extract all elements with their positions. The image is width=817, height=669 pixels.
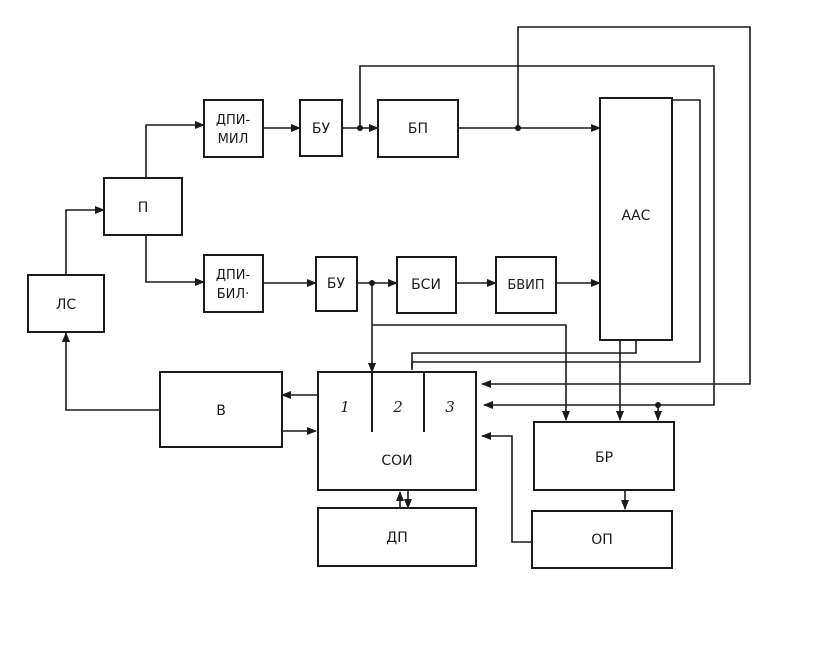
junction-bu-top — [357, 125, 363, 131]
block-op: ОП — [531, 510, 673, 569]
wire-bu-top-loop-outer — [359, 65, 715, 409]
block-bgil: БВИП — [495, 256, 557, 314]
block-bsi-label: БСИ — [411, 277, 441, 293]
block-bsi: БСИ — [396, 256, 457, 314]
block-soi: 1 2 3 СОИ — [317, 371, 477, 491]
wire-p-to-dpi-mil — [145, 121, 205, 178]
block-dpi-bil: ДПИ- БИЛ· — [203, 254, 264, 313]
soi-section-2-label: 2 — [392, 398, 403, 416]
block-bp-label: БП — [408, 121, 428, 137]
junction-bu-bottom — [369, 280, 375, 286]
block-bu-top-label: БУ — [312, 121, 331, 137]
block-dpi-bil-label-2: БИЛ· — [217, 287, 250, 302]
block-op-label: ОП — [591, 532, 613, 548]
soi-section-3-label: 3 — [445, 398, 455, 416]
block-br-label: БР — [595, 450, 613, 466]
block-soi-label: СОИ — [381, 453, 412, 469]
block-dpi-bil-label-1: ДПИ- — [216, 268, 251, 283]
wire-op-to-soi — [481, 432, 532, 543]
junction-br-loop — [655, 402, 661, 408]
wire-aas-to-soi — [411, 340, 637, 368]
block-dpi-mil-label-2: МИЛ — [218, 132, 249, 147]
wire-ls-to-p — [65, 206, 105, 275]
block-br: БР — [533, 421, 675, 491]
block-dp-label: ДП — [386, 530, 407, 546]
wire-p-to-dpi-bil — [145, 235, 205, 286]
block-bp: БП — [377, 99, 459, 158]
block-v: В — [159, 371, 283, 448]
block-p-label: П — [138, 200, 149, 216]
block-v-label: В — [216, 403, 226, 419]
block-bu-top: БУ — [299, 99, 343, 157]
wire-bp-loop-outer — [481, 26, 751, 388]
block-ls-label: ЛС — [56, 297, 77, 313]
block-dpi-mil: ДПИ- МИЛ — [203, 99, 264, 158]
block-aas: ААС — [599, 97, 673, 341]
junction-bp — [515, 125, 521, 131]
soi-section-1-label: 1 — [340, 398, 350, 416]
block-dp: ДП — [317, 507, 477, 567]
wire-bu-bottom-to-br — [372, 324, 570, 421]
block-p: П — [103, 177, 183, 236]
wire-v-to-ls — [62, 332, 160, 411]
block-dpi-mil-label-1: ДПИ- — [216, 113, 251, 128]
block-bu-bottom-label: БУ — [327, 276, 346, 292]
block-ls: ЛС — [27, 274, 105, 333]
block-bu-bottom: БУ — [315, 256, 358, 312]
block-bgil-label: БВИП — [507, 278, 544, 293]
block-aas-label: ААС — [622, 208, 651, 224]
